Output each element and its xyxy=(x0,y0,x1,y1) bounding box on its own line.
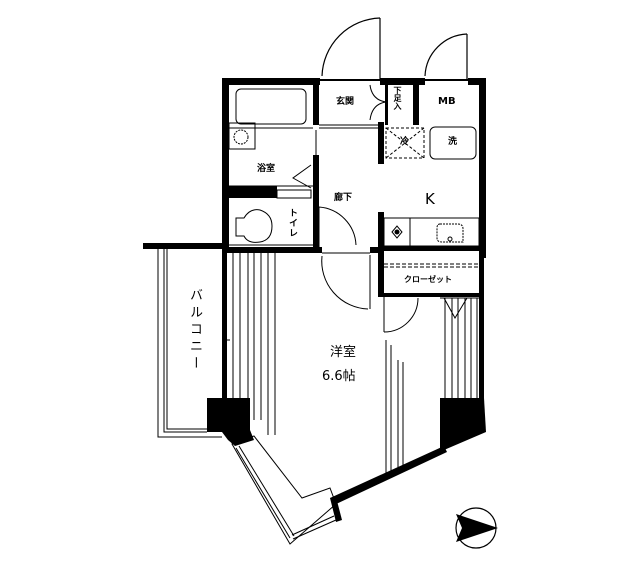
western-room-label: 洋室 xyxy=(330,345,357,360)
fridge-label: 冷 xyxy=(400,137,410,147)
washer-label: 洗 xyxy=(448,137,458,147)
entrance-door xyxy=(320,17,381,81)
balcony-label: バルコニー xyxy=(187,288,202,373)
western-room-size: 6.6帖 xyxy=(322,369,356,384)
mb-door xyxy=(424,33,468,81)
exterior-walls xyxy=(143,78,486,522)
bath-label: 浴室 xyxy=(257,164,276,174)
fixtures xyxy=(157,84,482,545)
shoe-cabinet-label: 下足入 xyxy=(393,86,402,110)
meter-box-label: MB xyxy=(438,96,456,107)
kitchen-label: K xyxy=(425,190,435,208)
closet-label: クローゼット xyxy=(404,275,452,284)
entrance-label: 玄関 xyxy=(336,97,355,107)
corridor-label: 廊下 xyxy=(334,193,353,203)
interior-walls xyxy=(222,85,482,297)
toilet-label: トイレ xyxy=(287,208,297,238)
